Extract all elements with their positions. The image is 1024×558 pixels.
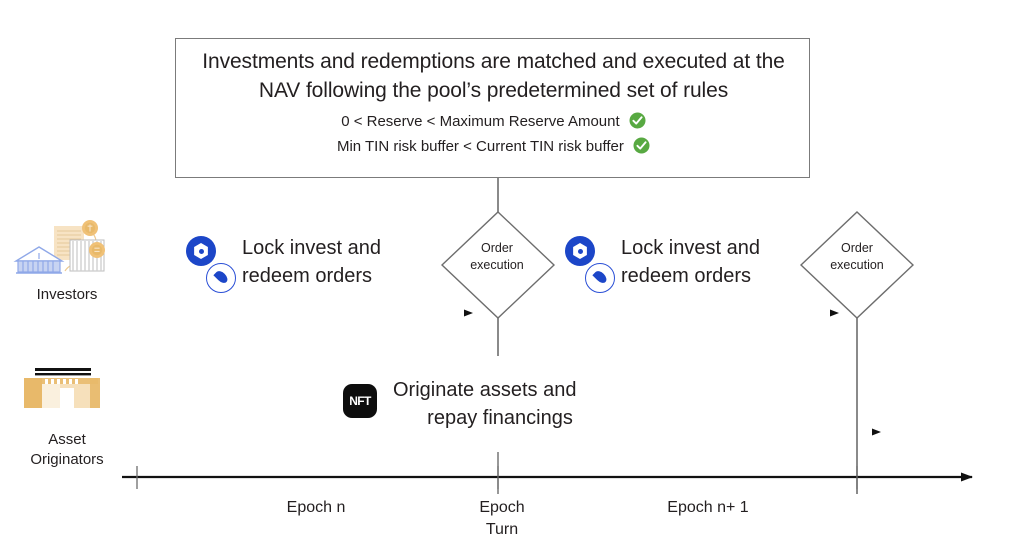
timeline-label-epoch-turn-line1: Epoch	[479, 499, 525, 516]
timeline-label-epoch-turn: Epoch Turn	[422, 497, 582, 541]
timeline-label-epoch-n-plus-1-line1: Epoch n+ 1	[667, 499, 749, 516]
action-lock-orders-epoch-n1-line1: Lock invest and	[621, 237, 760, 259]
tin-token-droplet-glyph	[591, 268, 609, 286]
rule-condition-row: 0 < Reserve < Maximum Reserve Amount	[188, 111, 799, 136]
tin-token-icon	[585, 263, 615, 293]
action-originate-assets: NFT Originate assets and repay financing…	[343, 378, 623, 438]
warehouse-building-icon	[2, 360, 132, 430]
tin-token-icon	[206, 263, 236, 293]
actor-investors-label: Investors	[36, 286, 98, 303]
drop-token-icon	[565, 236, 595, 266]
action-lock-orders-epoch-n: Lock invest and redeem orders	[186, 236, 416, 306]
rules-conditions: 0 < Reserve < Maximum Reserve Amount Min…	[188, 111, 799, 161]
decision-label-order-execution-2: Order execution	[797, 240, 917, 274]
tin-token-droplet-glyph	[212, 268, 230, 286]
action-lock-orders-epoch-n1: Lock invest and redeem orders	[565, 236, 795, 306]
check-circle-icon	[633, 137, 650, 161]
actor-asset-originators-label-line1: Asset	[48, 431, 86, 448]
decision-label-line1: Order	[841, 241, 873, 255]
rules-box: Investments and redemptions are matched …	[175, 38, 810, 178]
action-lock-orders-epoch-n-line1: Lock invest and	[242, 237, 381, 259]
decision-label-order-execution-1: Order execution	[437, 240, 557, 274]
decision-label-line2: execution	[830, 258, 884, 272]
action-lock-orders-epoch-n1-line2: redeem orders	[621, 265, 752, 287]
action-originate-assets-line2: repay financings	[427, 407, 573, 429]
drop-token-center-dot	[577, 248, 583, 254]
actor-asset-originators-label-line2: Originators	[30, 451, 104, 468]
timeline-label-epoch-n-plus-1: Epoch n+ 1	[628, 497, 788, 519]
rule-condition-1-text: 0 < Reserve < Maximum Reserve Amount	[341, 113, 620, 130]
nft-icon: NFT	[343, 384, 377, 418]
rules-headline: Investments and redemptions are matched …	[202, 50, 785, 102]
check-circle-icon	[629, 112, 646, 136]
rule-condition-row: Min TIN risk buffer < Current TIN risk b…	[188, 136, 799, 161]
decision-label-line2: execution	[470, 258, 524, 272]
decision-label-line1: Order	[481, 241, 513, 255]
timeline-label-epoch-turn-line2: Turn	[485, 521, 519, 538]
actor-asset-originators: Asset Originators	[2, 360, 132, 470]
bank-building-icon	[2, 215, 132, 285]
actor-investors: Investors	[2, 215, 132, 305]
drop-token-icon	[186, 236, 216, 266]
timeline-label-epoch-n: Epoch n	[236, 497, 396, 519]
action-lock-orders-epoch-n-line2: redeem orders	[242, 265, 373, 287]
rule-condition-2-text: Min TIN risk buffer < Current TIN risk b…	[336, 138, 624, 155]
action-originate-assets-line1: Originate assets and	[393, 379, 577, 401]
drop-token-center-dot	[198, 248, 204, 254]
timeline-label-epoch-n-line1: Epoch n	[286, 499, 346, 516]
